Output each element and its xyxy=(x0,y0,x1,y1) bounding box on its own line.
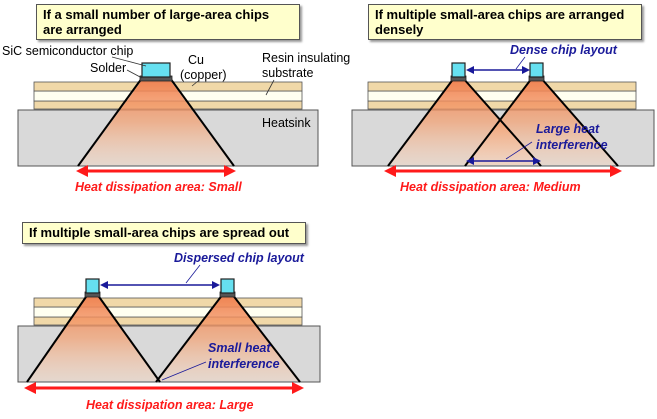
panel2-chip-left xyxy=(451,62,466,78)
panel1-label-resin-line2: substrate xyxy=(262,66,313,80)
panel1-label-solder: Solder xyxy=(90,61,126,75)
panel2-title-box: If multiple small-area chips are arrange… xyxy=(368,4,642,40)
panel2-layout-leader xyxy=(515,56,526,70)
panel2-interference-label-line1: Large heat xyxy=(536,122,600,136)
panel3-title-line1: If multiple small-area chips are spread … xyxy=(29,225,290,240)
panel2-chip-right xyxy=(529,62,544,78)
panel2-resin-substrate xyxy=(367,90,637,102)
panel1-cone-left-edge xyxy=(77,77,143,167)
panel1-title-box: If a small number of large-area chips ar… xyxy=(36,4,300,40)
panel3-heat-cone-left xyxy=(27,296,158,381)
panel3-area-label: Heat dissipation area: Large xyxy=(86,398,253,412)
panel3-interference-leader xyxy=(161,361,207,381)
panel3-cone-left-edge-b xyxy=(96,293,161,383)
panel3-layout-label: Dispersed chip layout xyxy=(174,251,305,265)
panel1-leader-sic xyxy=(111,56,147,67)
panel3-title-box: If multiple small-area chips are spread … xyxy=(22,222,306,244)
panel2-cone-right-edge-b xyxy=(540,77,619,167)
panel3-cone-right-edge-a xyxy=(155,293,224,383)
panel3-interference-label-line2: interference xyxy=(208,357,280,371)
panel3-cone-right-edge-b xyxy=(231,293,301,383)
panel3-chip-left xyxy=(85,278,100,294)
panel1-label-resin-line1: Resin insulating xyxy=(262,51,350,65)
panel3-copper-upper xyxy=(33,297,303,308)
panel2-cone-left-edge-a xyxy=(387,77,455,167)
panel2-copper-lower xyxy=(367,100,637,110)
panel1-title-line2: are arranged xyxy=(43,22,122,37)
panel1-label-cu: Cu xyxy=(188,53,204,67)
panel2-title-line1: If multiple small-area chips are arrange… xyxy=(375,7,625,22)
panel1-heat-cone xyxy=(80,80,232,165)
panel2-cone-right-edge-a xyxy=(464,77,533,167)
panel2-cone-left-edge-b xyxy=(462,77,542,167)
panel3-chip-right xyxy=(220,278,235,294)
panel3-heat-cone-right xyxy=(158,296,300,381)
panel1-leader-resin xyxy=(265,79,275,96)
panel2-interference-label-line2: interference xyxy=(536,138,608,152)
panel1-leader-solder xyxy=(126,69,143,79)
panel1-cone-right-edge xyxy=(169,77,235,167)
panel1-sic-chip xyxy=(141,62,171,78)
panel1-label-sic-chip: SiC semiconductor chip xyxy=(2,44,133,58)
panel2-interference-leader xyxy=(505,141,533,160)
panel2-heat-cone-right xyxy=(465,80,618,165)
panel3-interference-label-line1: Small heat xyxy=(208,341,271,355)
panel3-layout-leader xyxy=(185,264,201,284)
panel2-title-line2: densely xyxy=(375,22,424,37)
panel3-cone-left-edge-a xyxy=(26,293,89,383)
panel1-label-copper: (copper) xyxy=(180,68,227,82)
panel1-label-heatsink: Heatsink xyxy=(262,116,311,130)
panel1-leader-cu xyxy=(191,80,199,87)
panel1-title-line1: If a small number of large-area chips xyxy=(43,7,270,22)
panel1-area-label: Heat dissipation area: Small xyxy=(75,180,242,194)
panel2-area-label: Heat dissipation area: Medium xyxy=(400,180,581,194)
panel2-copper-upper xyxy=(367,81,637,92)
panel2-layout-label: Dense chip layout xyxy=(510,43,618,57)
